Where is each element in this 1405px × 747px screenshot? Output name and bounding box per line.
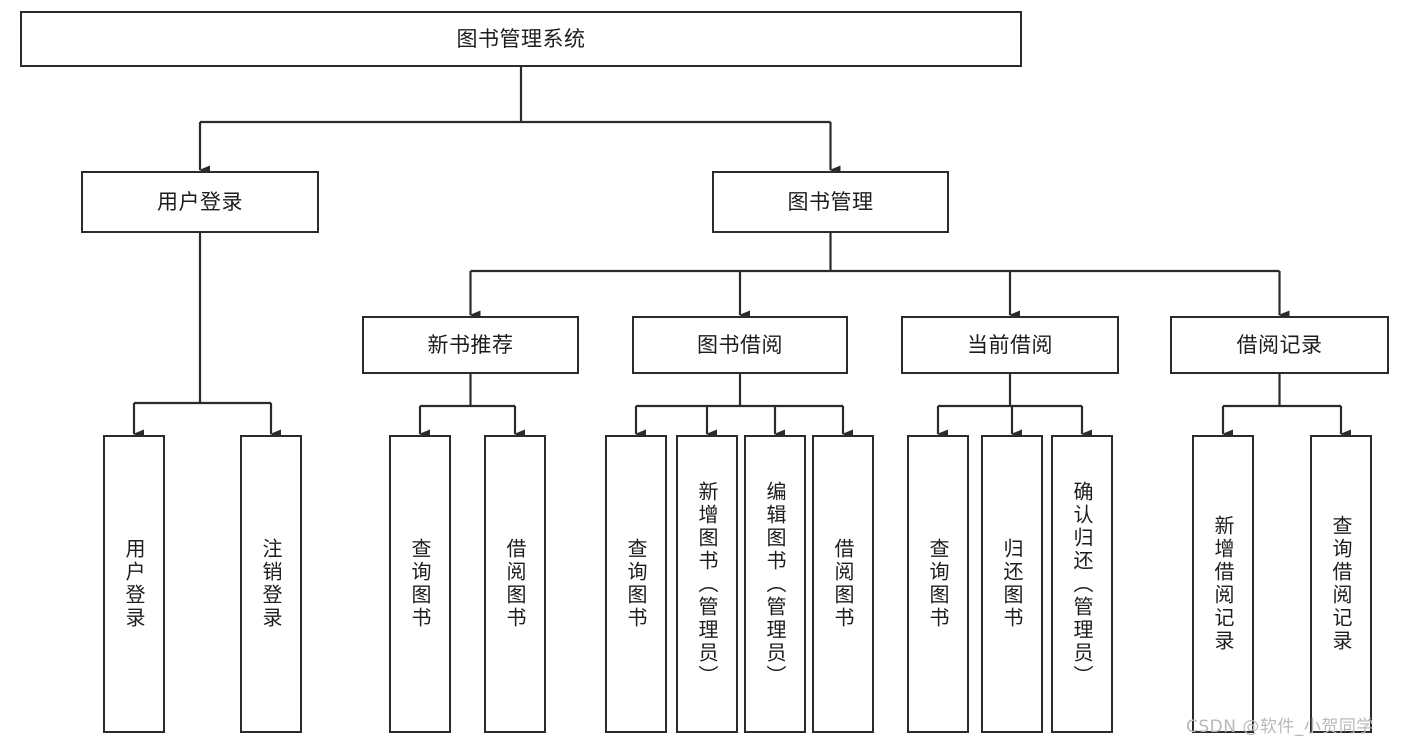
node-book-manage[interactable]: 图书管理: [712, 171, 949, 233]
node-label: 借阅图书: [503, 538, 527, 630]
node-leaf-query-book-2[interactable]: 查询图书: [605, 435, 667, 733]
node-leaf-borrow-book-2[interactable]: 借阅图书: [812, 435, 874, 733]
node-leaf-edit-book[interactable]: 编辑图书（管理员）: [744, 435, 806, 733]
node-book-borrow[interactable]: 图书借阅: [632, 316, 848, 374]
node-current-borrow[interactable]: 当前借阅: [901, 316, 1119, 374]
node-leaf-query-record[interactable]: 查询借阅记录: [1310, 435, 1372, 733]
node-label: 查询图书: [926, 538, 950, 630]
node-label: 查询借阅记录: [1329, 515, 1353, 653]
node-label: 新书推荐: [427, 332, 514, 357]
node-new-book-recommend[interactable]: 新书推荐: [362, 316, 579, 374]
node-leaf-logout[interactable]: 注销登录: [240, 435, 302, 733]
node-label: 用户登录: [122, 538, 146, 630]
node-leaf-borrow-book-1[interactable]: 借阅图书: [484, 435, 546, 733]
csdn-watermark: CSDN @软件_小贺同学: [1186, 717, 1374, 737]
node-label: 归还图书: [1000, 538, 1024, 630]
node-leaf-user-login[interactable]: 用户登录: [103, 435, 165, 733]
node-label: 查询图书: [624, 538, 648, 630]
node-label: 查询图书: [408, 538, 432, 630]
node-label: 图书管理系统: [456, 26, 586, 51]
node-borrow-record[interactable]: 借阅记录: [1170, 316, 1389, 374]
node-leaf-return-book[interactable]: 归还图书: [981, 435, 1043, 733]
node-label: 图书管理: [787, 189, 874, 214]
node-label: 借阅图书: [831, 538, 855, 630]
node-label: 新增图书（管理员）: [695, 480, 719, 688]
node-label: 图书借阅: [697, 332, 783, 357]
node-label: 编辑图书（管理员）: [763, 480, 787, 688]
node-label: 确认归还（管理员）: [1070, 480, 1094, 688]
node-leaf-add-book[interactable]: 新增图书（管理员）: [676, 435, 738, 733]
node-label: 用户登录: [157, 189, 243, 214]
node-leaf-add-record[interactable]: 新增借阅记录: [1192, 435, 1254, 733]
node-leaf-confirm-return[interactable]: 确认归还（管理员）: [1051, 435, 1113, 733]
node-label: 注销登录: [259, 538, 283, 630]
node-label: 新增借阅记录: [1211, 515, 1235, 653]
node-user-login[interactable]: 用户登录: [81, 171, 319, 233]
node-label: 当前借阅: [967, 332, 1053, 357]
node-leaf-query-book-3[interactable]: 查询图书: [907, 435, 969, 733]
node-leaf-query-book-1[interactable]: 查询图书: [389, 435, 451, 733]
node-root[interactable]: 图书管理系统: [20, 11, 1022, 67]
node-label: 借阅记录: [1236, 332, 1323, 357]
